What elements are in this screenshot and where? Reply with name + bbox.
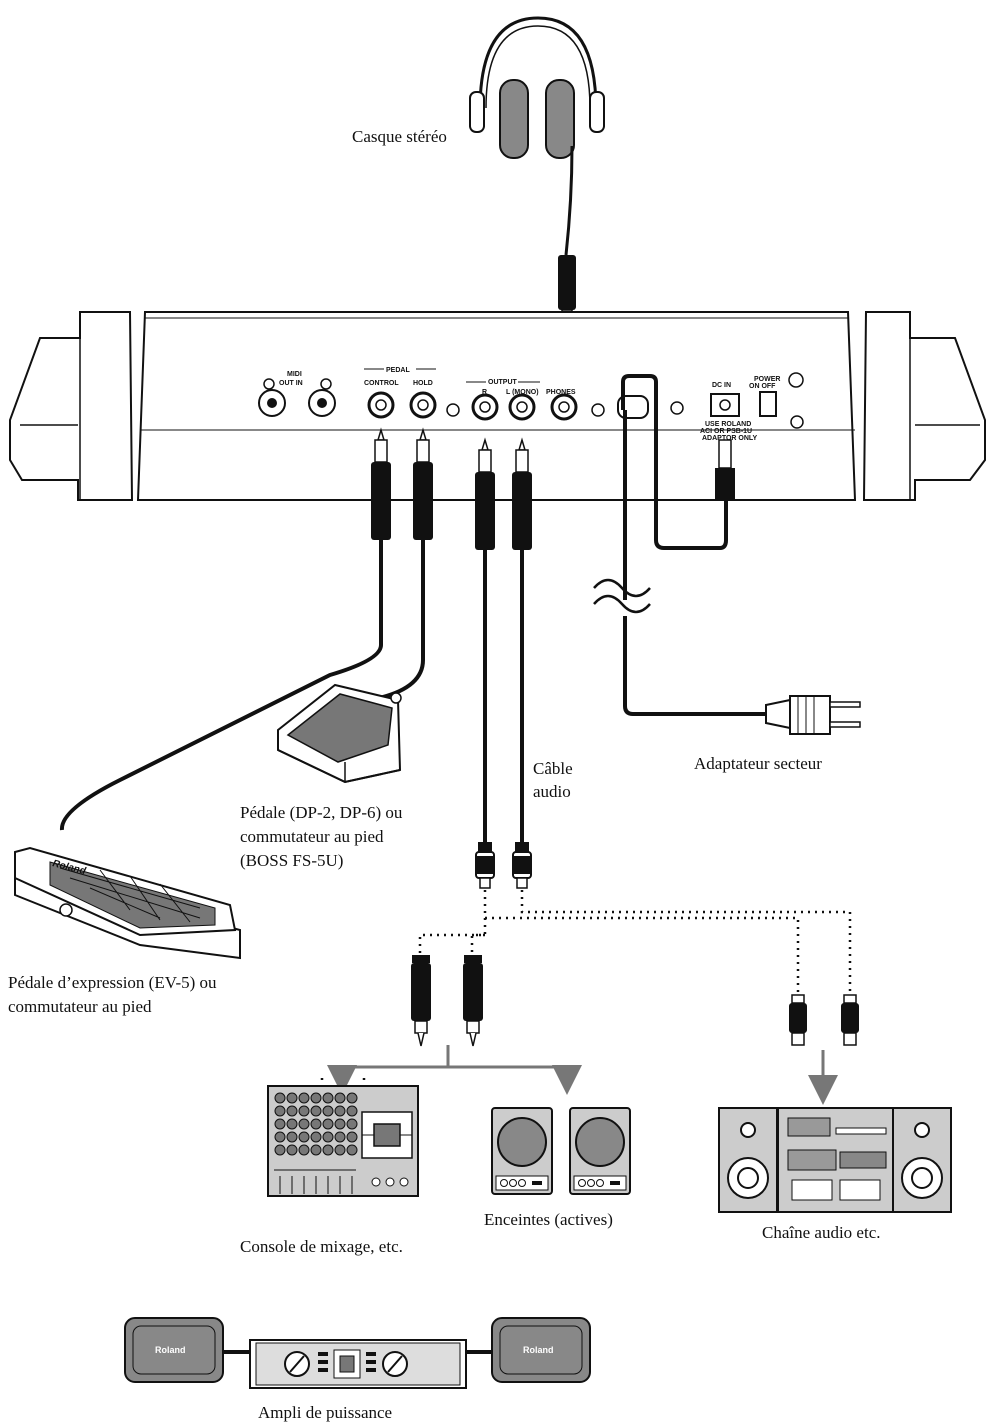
expression-label-line2: commutateur au pied xyxy=(8,997,152,1016)
pedal-cables xyxy=(59,427,433,831)
adaptor-only-label: ADAPTOR ONLY xyxy=(702,435,758,442)
routing-arrows xyxy=(327,1045,838,1105)
stereo-system-icon xyxy=(718,1107,952,1213)
mixer-label: Console de mixage, etc. xyxy=(240,1237,403,1256)
audio-cable-label-line1: Câble xyxy=(533,759,573,778)
amp-label: Ampli de puissance xyxy=(258,1403,392,1422)
acl-label: ACI OR PSB-1U xyxy=(700,428,752,435)
use-roland-label: USE ROLAND xyxy=(705,421,751,428)
right-speaker-brand: Roland xyxy=(523,1345,554,1355)
onoff-label: ON OFF xyxy=(749,383,776,390)
control-label: CONTROL xyxy=(364,380,399,387)
left-speaker-brand: Roland xyxy=(155,1345,186,1355)
mixer-icon xyxy=(267,1085,419,1197)
dcin-jack xyxy=(710,393,740,417)
midi-outin-label: OUT IN xyxy=(279,380,303,387)
ac-adaptor-label: Adaptateur secteur xyxy=(694,754,822,773)
power-amp-icon xyxy=(124,1317,591,1389)
output-label: OUTPUT xyxy=(488,379,518,386)
stereo-plugs xyxy=(789,994,859,1046)
audio-cable-label-line2: audio xyxy=(533,782,571,801)
phones-label: PHONES xyxy=(546,389,576,396)
hold-label: HOLD xyxy=(413,380,433,387)
pedal-label-line3: (BOSS FS-5U) xyxy=(240,851,343,870)
expression-pedal-icon xyxy=(14,846,241,960)
pedal-label-line1: Pédale (DP-2, DP-6) ou xyxy=(240,803,403,822)
pedal-label: PEDAL xyxy=(386,367,410,374)
dcin-label: DC IN xyxy=(712,382,731,389)
speakers-label: Enceintes (actives) xyxy=(484,1210,613,1229)
power-cable xyxy=(593,374,861,735)
r-label: R xyxy=(482,389,487,396)
lmono-label: L (MONO) xyxy=(506,389,539,396)
footswitch-icon xyxy=(277,683,402,784)
expression-label-line1: Pédale d’expression (EV-5) ou xyxy=(8,973,217,992)
pedal-label-line2: commutateur au pied xyxy=(240,827,384,846)
power-label: POWER xyxy=(754,376,780,383)
audio-cables xyxy=(475,437,532,889)
stereo-label: Chaîne audio etc. xyxy=(762,1223,881,1242)
mixer-plugs xyxy=(411,955,483,1047)
speakers-icon xyxy=(491,1107,631,1195)
power-switch xyxy=(759,391,777,417)
headphones-icon xyxy=(469,16,605,345)
midi-label: MIDI xyxy=(287,371,302,378)
headphones-label: Casque stéréo xyxy=(352,127,447,146)
midi-ports xyxy=(258,378,336,417)
